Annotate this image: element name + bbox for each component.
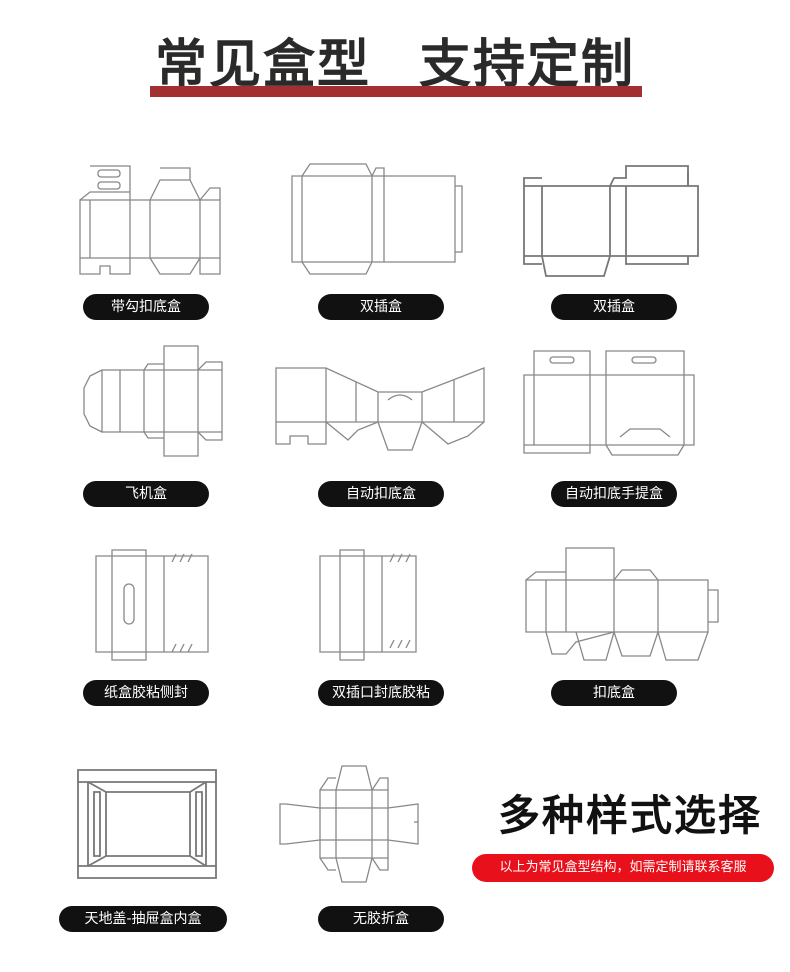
- box-label: 纸盒胶粘侧封: [83, 680, 209, 706]
- box-type-card: [520, 158, 760, 338]
- box-type-card: [82, 342, 322, 522]
- box-type-card: [70, 158, 310, 338]
- tuck-end-box-icon: [291, 163, 463, 275]
- box-type-card: [92, 548, 332, 728]
- auto-lock-bottom-box-icon: [275, 367, 485, 451]
- mailer-box-icon: [83, 345, 223, 457]
- box-type-card: [290, 158, 530, 338]
- box-type-card: [520, 345, 760, 525]
- box-label: 自动扣底手提盒: [551, 481, 677, 507]
- hang-tab-lock-bottom-box-icon: [79, 165, 221, 275]
- box-label: 带勾扣底盒: [83, 294, 209, 320]
- snap-lock-bottom-box-icon: [525, 547, 719, 661]
- box-type-card: [268, 360, 508, 540]
- box-label: 无胶折盒: [318, 906, 444, 932]
- box-label: 天地盖-抽屉盒内盒: [59, 906, 227, 932]
- box-label: 双插盒: [318, 294, 444, 320]
- box-type-card: [276, 760, 516, 940]
- box-label: 扣底盒: [551, 680, 677, 706]
- box-label: 双插盒: [551, 294, 677, 320]
- box-type-card: [72, 762, 312, 942]
- box-type-card: [316, 548, 556, 728]
- glued-side-box-icon: [95, 549, 209, 661]
- tuck-end-box-icon: [523, 165, 699, 277]
- drawer-box-icon: [77, 769, 217, 879]
- title-underline: [150, 86, 642, 97]
- title-left: 常见盒型: [154, 35, 371, 95]
- title-right: 支持定制: [419, 35, 636, 95]
- page-title: 常见盒型支持定制: [0, 30, 790, 100]
- box-type-card: [522, 544, 762, 724]
- promo-headline: 多种样式选择: [497, 791, 762, 840]
- glueless-fold-box-icon: [279, 765, 419, 883]
- custom-contact-note: 以上为常见盒型结构，如需定制请联系客服: [472, 854, 774, 882]
- box-label: 自动扣底盒: [318, 481, 444, 507]
- glued-bottom-box-icon: [319, 549, 417, 661]
- box-label: 双插口封底胶粘: [318, 680, 444, 706]
- handle-box-icon: [523, 350, 695, 456]
- box-label: 飞机盒: [83, 481, 209, 507]
